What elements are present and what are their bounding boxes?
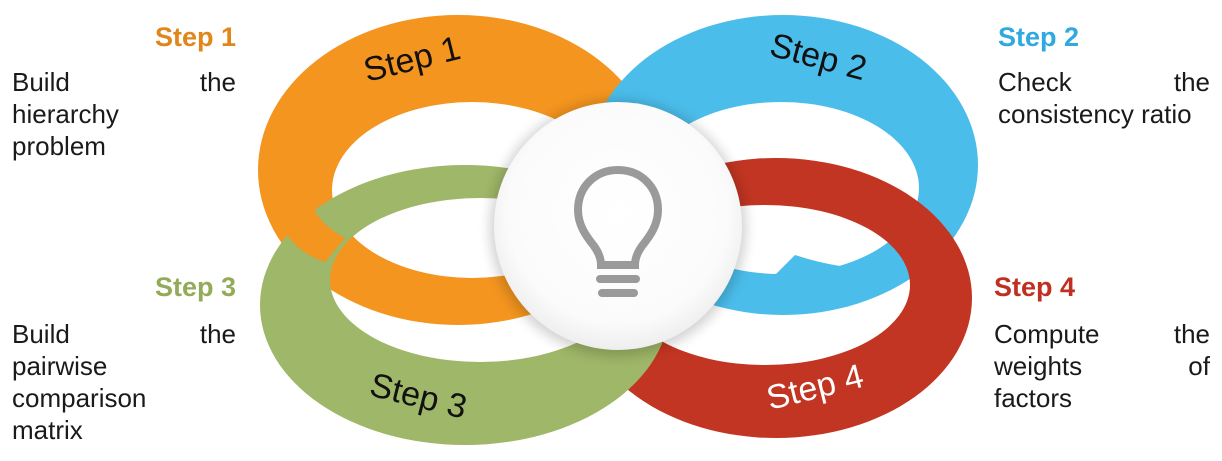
step2-description: Check the consistency ratio	[998, 66, 1210, 130]
step3-description: Build the pairwise comparison matrix	[12, 318, 236, 446]
step4-ring	[580, 158, 972, 438]
step2-desc-line: Check the	[998, 67, 1210, 97]
step2-block: Step 2 Check the consistency ratio	[998, 22, 1210, 130]
step3-block: Step 3 Build the pairwise comparison mat…	[12, 272, 236, 446]
step1-description: Build the hierarchy problem	[12, 66, 236, 162]
step1-block: Step 1 Build the hierarchy problem	[12, 22, 236, 162]
center-circle	[494, 102, 742, 350]
step4-description: Compute the weights of factors	[994, 318, 1210, 414]
step2-title: Step 2	[998, 22, 1080, 52]
step4-desc-line: factors	[994, 383, 1073, 413]
step2-ring-overlap	[770, 255, 890, 300]
step2-ring	[588, 15, 978, 315]
step1-ring-overlap	[280, 205, 345, 262]
step4-desc-line: weights of	[994, 351, 1210, 381]
lightbulb-icon	[573, 165, 663, 297]
step1-ring	[258, 15, 658, 325]
step3-ring	[260, 165, 670, 445]
step1-title: Step 1	[154, 22, 236, 52]
step3-desc-line: pairwise	[12, 351, 108, 381]
step4-block: Step 4 Compute the weights of factors	[994, 272, 1210, 414]
step4-title: Step 4	[994, 272, 1076, 302]
step1-desc-line: problem	[12, 131, 106, 161]
four-ring-diagram: Step 1 Step 2 Step 3 Step 4	[258, 15, 978, 445]
step3-desc-line: comparison	[12, 383, 147, 413]
step3-desc-line: matrix	[12, 415, 83, 445]
step1-desc-line: Build the	[12, 67, 236, 97]
step3-title: Step 3	[154, 272, 236, 302]
step4-desc-line: Compute the	[994, 319, 1210, 349]
step3-desc-line: Build the	[12, 319, 236, 349]
step1-desc-line: hierarchy	[12, 99, 119, 129]
step2-desc-line: consistency ratio	[998, 99, 1192, 129]
